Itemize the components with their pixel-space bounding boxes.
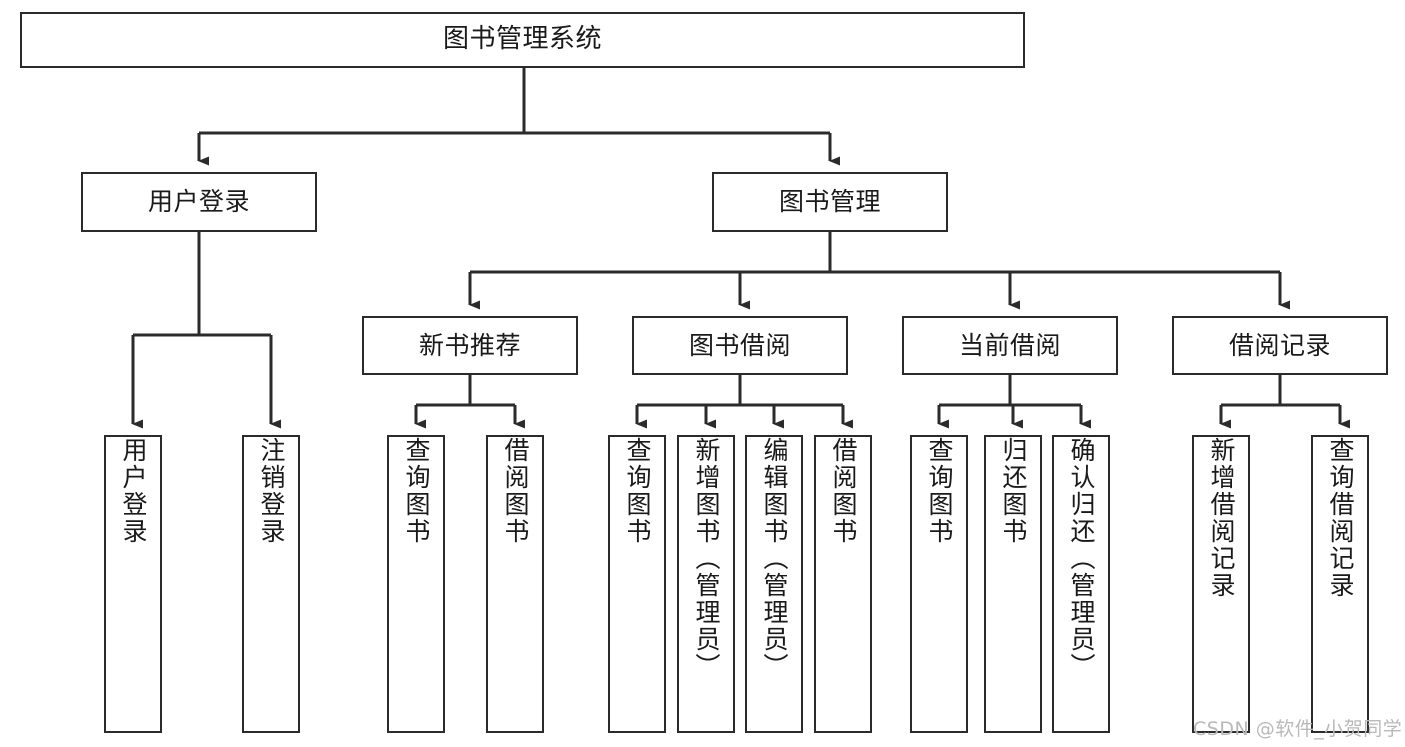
node-l4-add-book[interactable]: 新增图书（管理员） [677,435,735,733]
node-l4-return-book[interactable]: 归还图书 [984,435,1042,733]
node-label: 借阅记录 [1228,330,1331,360]
node-l3-borrow-record[interactable]: 借阅记录 [1172,316,1388,375]
node-l3-book-borrow[interactable]: 图书借阅 [632,316,848,375]
node-label: 归还图书 [999,437,1028,545]
node-l2-book-manage[interactable]: 图书管理 [712,172,948,232]
node-label: 查询图书 [402,437,431,545]
node-label: 编辑图书（管理员） [760,437,789,680]
node-label: 借阅图书 [501,437,530,545]
node-l4-query-book-b[interactable]: 查询图书 [608,435,666,733]
node-label: 用户登录 [119,437,148,545]
watermark: CSDN @软件_小贺同学 [1193,718,1403,740]
node-label: 新增借阅记录 [1207,437,1236,599]
node-label: 新增图书（管理员） [692,437,721,680]
node-label: 注销登录 [257,437,286,545]
node-l4-edit-book[interactable]: 编辑图书（管理员） [745,435,803,733]
node-l4-confirm-return[interactable]: 确认归还（管理员） [1052,435,1110,733]
node-label: 新书推荐 [418,330,521,360]
node-l4-borrow-book-b[interactable]: 借阅图书 [814,435,872,733]
node-l3-current-borrow[interactable]: 当前借阅 [902,316,1118,375]
node-label: 图书管理系统 [442,24,602,55]
node-label: 查询图书 [623,437,652,545]
node-label: 查询图书 [925,437,954,545]
node-label: 确认归还（管理员） [1067,437,1096,680]
node-root[interactable]: 图书管理系统 [20,12,1025,68]
node-label: 当前借阅 [958,330,1061,360]
node-label: 图书管理 [778,187,881,216]
node-l3-new-book-rec[interactable]: 新书推荐 [362,316,578,375]
node-l4-query-book-a[interactable]: 查询图书 [387,435,445,733]
node-l4-borrow-book-a[interactable]: 借阅图书 [486,435,544,733]
node-label: 用户登录 [147,187,250,216]
node-l2-user-login[interactable]: 用户登录 [81,172,317,232]
node-label: 借阅图书 [829,437,858,545]
node-l4-user-login[interactable]: 用户登录 [104,435,162,733]
node-l4-query-book-c[interactable]: 查询图书 [910,435,968,733]
node-l4-logout[interactable]: 注销登录 [242,435,300,733]
node-label: 图书借阅 [688,330,791,360]
node-l4-query-record[interactable]: 查询借阅记录 [1311,435,1369,733]
node-l4-add-record[interactable]: 新增借阅记录 [1192,435,1250,733]
node-label: 查询借阅记录 [1326,437,1355,599]
